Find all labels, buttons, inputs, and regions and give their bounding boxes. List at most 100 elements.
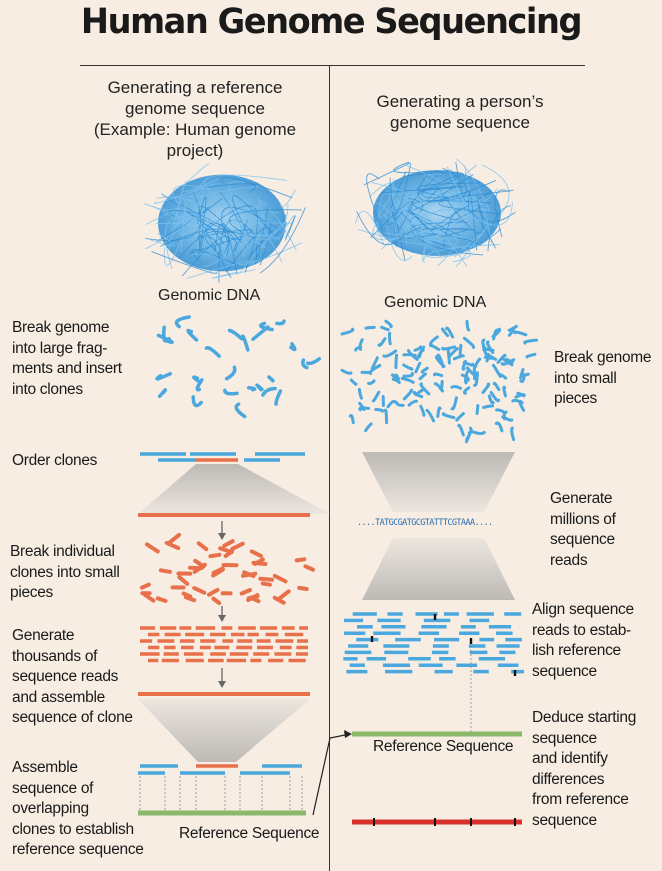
dna-strand: [380, 185, 464, 194]
fragment: [301, 358, 309, 370]
sequence-read-text: TATGCGATGCGTATTTCGTAAA: [375, 518, 475, 528]
step-line: Break genome: [12, 319, 110, 336]
dna-strand: [371, 182, 406, 195]
fragment: [358, 406, 370, 412]
step-deduce-sequence: Deduce starting sequence and identify di…: [532, 708, 636, 831]
dna-ball-left: [144, 163, 306, 283]
fragment: [156, 333, 174, 345]
fragment: [400, 376, 415, 384]
dna-strand: [255, 206, 269, 258]
fragment: [460, 373, 470, 382]
step-line: overlapping: [12, 800, 89, 817]
dna-strand: [438, 227, 469, 237]
step-line: sequence of clone: [12, 709, 133, 726]
left-heading-line: Generating a reference: [107, 78, 283, 97]
fragment: [370, 356, 379, 370]
fragment: [261, 386, 277, 397]
dna-strand: [285, 214, 296, 238]
fragment: [416, 345, 426, 359]
dna-strand: [259, 207, 306, 274]
small-fragments: [340, 319, 538, 444]
ordered-clones: [140, 452, 305, 462]
step-line: into small: [554, 369, 617, 387]
fragment: [473, 371, 479, 387]
dna-strand: [389, 163, 412, 212]
fragment: [519, 368, 525, 380]
fragment: [414, 388, 424, 396]
fragment: [447, 347, 459, 358]
dna-strand: [201, 198, 223, 214]
dna-strand: [279, 189, 296, 208]
fragment: [481, 382, 491, 394]
variant-marks: [370, 614, 517, 676]
fragment: [360, 370, 373, 375]
piece: [241, 571, 258, 578]
fragment: [518, 399, 526, 412]
fragment: [450, 385, 463, 390]
dna-strand: [363, 162, 411, 186]
fragment: [251, 325, 270, 341]
left-heading-line: project): [166, 141, 224, 160]
fragment: [157, 388, 168, 399]
piece: [181, 591, 193, 599]
step-line: sequence: [532, 729, 597, 747]
fragment: [267, 375, 275, 383]
fragment: [395, 401, 405, 407]
large-fragments: [155, 315, 322, 419]
fragment: [495, 408, 506, 414]
fragment: [223, 388, 239, 396]
fragment: [472, 364, 478, 381]
piece: [239, 588, 252, 596]
dna-strand: [168, 209, 196, 218]
dna-ball-right: [354, 159, 516, 268]
fragment: [458, 343, 463, 359]
fragment: [419, 382, 431, 396]
column-divider: [329, 66, 330, 871]
dna-strand: [442, 208, 497, 249]
dna-strand: [405, 197, 424, 224]
dna-strand: [242, 233, 280, 240]
piece: [192, 586, 207, 595]
fragment: [357, 387, 363, 400]
piece: [218, 546, 234, 555]
dna-strand: [431, 190, 492, 231]
fragment: [387, 331, 392, 346]
fragment: [394, 353, 399, 370]
dna-strand: [417, 174, 497, 202]
step-line: reads: [550, 551, 588, 569]
dna-strand: [392, 211, 406, 262]
piece: [183, 595, 197, 603]
fragment: [407, 399, 418, 407]
step-line: lish reference: [532, 642, 621, 659]
step-line: into clones: [12, 380, 83, 398]
fragment: [455, 412, 465, 422]
dna-strand: [375, 202, 396, 233]
fragment: [383, 408, 389, 425]
dna-strand: [494, 189, 510, 238]
dna-strand: [421, 175, 514, 199]
dna-strand: [200, 222, 238, 253]
fragment: [371, 390, 381, 403]
dna-strand: [181, 163, 220, 192]
connector-arrow: [312, 733, 351, 816]
fragment: [519, 373, 526, 384]
fragment: [340, 368, 353, 375]
dna-strand: [218, 219, 257, 283]
piece: [222, 539, 235, 548]
left-reference-label: Reference Sequence: [179, 825, 320, 842]
dna-strand: [252, 240, 266, 248]
fragment: [174, 315, 191, 329]
dna-strand: [211, 269, 256, 279]
dna-strand: [162, 192, 182, 211]
dna-strand: [238, 222, 287, 274]
dna-strand: [405, 209, 467, 267]
fragment: [502, 410, 508, 421]
fragment: [507, 324, 518, 332]
dna-strand: [203, 183, 256, 193]
fragment: [204, 346, 221, 358]
fragment: [382, 349, 398, 358]
dna-strand: [381, 215, 426, 250]
fragment: [441, 412, 456, 420]
fragment: [367, 379, 376, 385]
piece: [164, 540, 181, 551]
